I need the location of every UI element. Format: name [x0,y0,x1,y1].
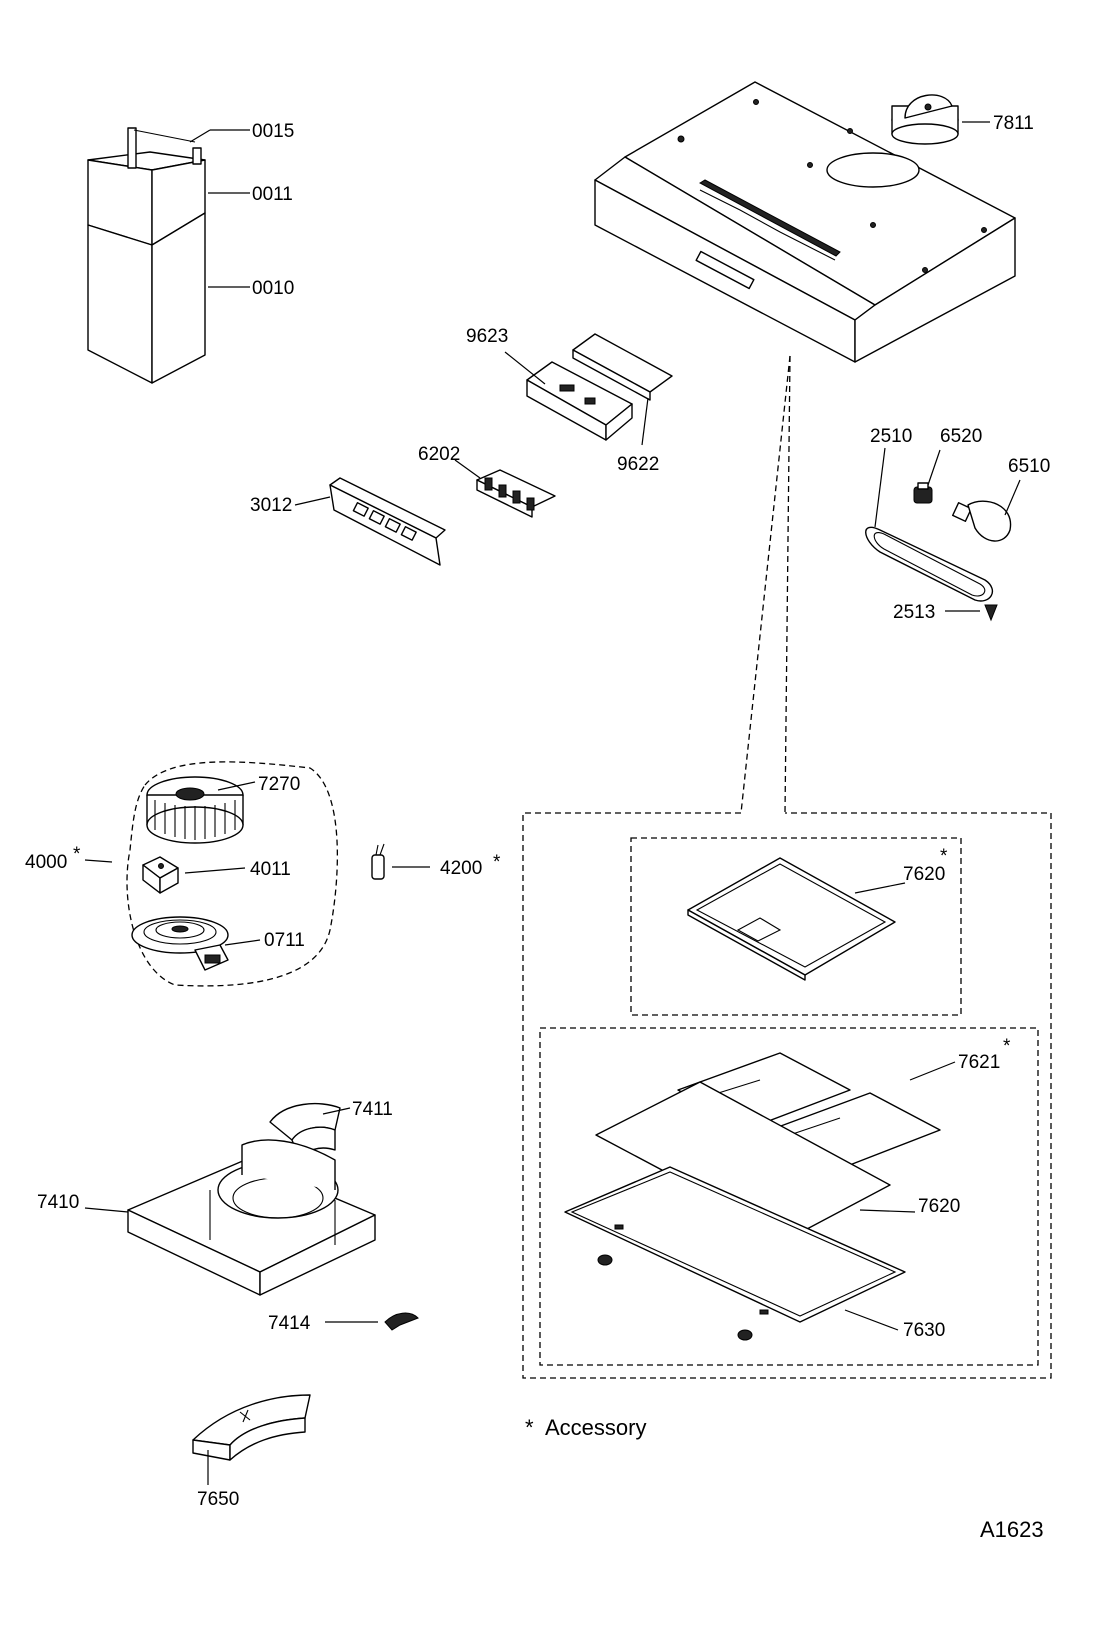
label-6202: 6202 [418,444,460,465]
lamp-holder [913,482,933,504]
label-7270: 7270 [258,774,300,795]
label-2513: 2513 [893,602,935,623]
control-panel-front [329,477,446,566]
switch-block [476,469,556,518]
asterisk-4000: * [73,844,81,865]
label-7650: 7650 [197,1489,239,1510]
leader-2510 [874,447,886,528]
leader-7411 [322,1107,351,1115]
leader-6202 [454,459,481,479]
label-4000: 4000 [25,852,67,873]
lamp-screw [984,604,998,622]
blower-housing [127,1139,376,1296]
light-bulb [951,500,1012,542]
legend-mark: * [525,1415,534,1440]
deflector-plate [192,1394,311,1461]
label-2510: 2510 [870,426,912,447]
clip-part [384,1312,419,1331]
label-6510: 6510 [1008,456,1050,477]
drawing-code: A1623 [980,1517,1044,1542]
label-7811: 7811 [993,113,1034,134]
fan-wheel [146,776,244,844]
leader-7410 [84,1207,129,1213]
leader-7270 [217,781,256,791]
label-4200: 4200 [440,858,482,879]
leader-4000 [84,859,113,863]
leader-7630 [844,1309,899,1331]
label-9623: 9623 [466,326,508,347]
leader-6510 [1004,479,1021,516]
chimney-duct-cover [87,127,206,384]
motor-capacitor [142,856,179,894]
motor-group-outline [126,761,338,987]
asterisk-7621: * [1003,1036,1011,1057]
leader-6520 [927,449,941,486]
leader-3012 [294,496,331,506]
leader-7621 [909,1061,956,1081]
leader-hood-left [740,355,791,814]
label-0011: 0011 [252,184,293,205]
label-7410: 7410 [37,1192,79,1213]
leader-4011 [184,867,246,874]
leader-0015 [189,129,211,143]
leader-7620a [854,882,906,894]
label-3012: 3012 [250,495,292,516]
label-0015: 0015 [252,121,294,142]
filter-group-outline [522,812,1052,1379]
leader-0711 [224,939,261,946]
label-7620b: 7620 [918,1196,960,1217]
filter-frame [564,1166,906,1341]
damper-flap [891,94,959,145]
leader-7620b [859,1209,916,1213]
control-box [526,333,673,441]
leader-9623 [504,351,546,385]
label-0010: 0010 [252,278,294,299]
legend-text: Accessory [545,1415,646,1440]
label-7621: 7621 [958,1052,1000,1073]
label-7620a: 7620 [903,864,945,885]
light-cover-lens [865,526,994,602]
leader-9622 [641,397,649,446]
label-0711: 0711 [264,930,305,951]
charcoal-filter-upper [687,857,896,981]
grease-filter-box [539,1027,1039,1366]
motor-unit [131,916,229,971]
label-4011: 4011 [250,859,291,880]
charcoal-filter-box [630,837,962,1016]
capacitor [371,843,385,880]
label-7414: 7414 [268,1313,311,1334]
label-9622: 9622 [617,454,659,475]
label-7630: 7630 [903,1320,945,1341]
asterisk-7620: * [940,846,948,867]
asterisk-4200: * [493,852,501,873]
label-7411: 7411 [352,1099,393,1120]
hood-canopy [594,81,1016,363]
label-6520: 6520 [940,426,982,447]
leader-hood-right [784,355,791,814]
